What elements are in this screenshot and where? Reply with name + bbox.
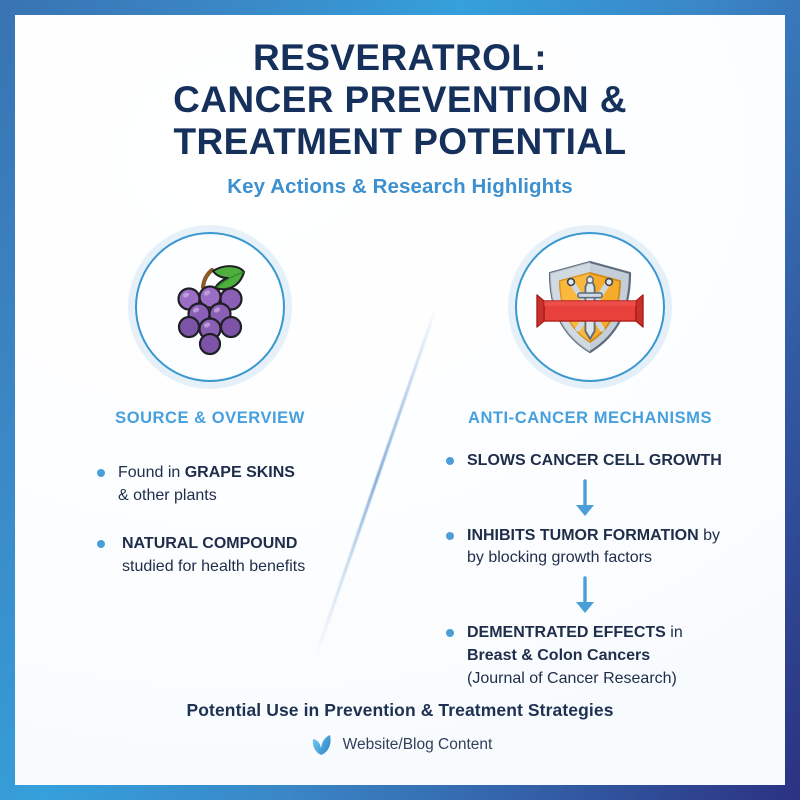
section-heading-source-overview: SOURCE & OVERVIEW	[115, 409, 305, 427]
list-item: INHIBITS TUMOR FORMATION by by blocking …	[446, 525, 764, 570]
leaf-icon	[312, 735, 331, 755]
bullet-segment: & other plants	[118, 486, 217, 504]
bullet-dot-icon	[446, 457, 454, 465]
bullet-segment: in	[665, 624, 683, 642]
shield-icon-container	[410, 227, 770, 387]
poster-header: RESVERATROL: CANCER PREVENTION & TREATME…	[15, 37, 785, 199]
flow-arrow-2	[446, 576, 764, 616]
shield-icon-circle	[515, 232, 665, 382]
bullet-segment: (Journal of Cancer Research)	[467, 669, 677, 687]
bullet-segment: Found in	[118, 464, 185, 481]
list-item: SLOWS CANCER CELL GROWTH	[446, 450, 764, 473]
bullet-text: Found in GRAPE SKINS & other plants	[118, 462, 295, 507]
bullet-dot-icon	[97, 540, 105, 549]
title-line-2: CANCER PREVENTION &	[173, 78, 627, 120]
section-heading-anti-cancer-mechanisms: ANTI-CANCER MECHANISMS	[467, 409, 712, 427]
title-line-1: RESVERATROL:	[253, 37, 547, 78]
list-item: DEMENTRATED EFFECTS in Breast & Colon Ca…	[446, 622, 764, 690]
bullet-segment-strong: DEMENTRATED EFFECTS	[467, 624, 666, 642]
bullet-text: SLOWS CANCER CELL GROWTH	[467, 450, 722, 473]
bullet-segment-strong: INHIBITS TUMOR FORMATION	[467, 526, 699, 544]
footer-headline: Potential Use in Prevention & Treatment …	[186, 700, 614, 720]
footer-attribution: Website/Blog Content	[15, 733, 785, 757]
title-line-3: TREATMENT POTENTIAL	[173, 120, 627, 162]
down-arrow-icon	[576, 576, 594, 614]
bullet-text: INHIBITS TUMOR FORMATION by by blocking …	[467, 525, 720, 570]
column-anti-cancer-mechanisms: ANTI-CANCER MECHANISMS SLOWS CANCER CELL…	[410, 227, 770, 690]
footer-attribution-label: Website/Blog Content	[342, 736, 493, 753]
bullet-list-anti-cancer-mechanisms: SLOWS CANCER CELL GROWTH INHIBITS TUMOR …	[410, 450, 770, 690]
bullet-dot-icon	[446, 531, 454, 540]
list-item: Found in GRAPE SKINS & other plants	[97, 462, 375, 507]
bullet-segment: by blocking growth factors	[467, 549, 652, 567]
bullet-segment-strong: Breast & Colon Cancers	[467, 646, 651, 664]
grapes-icon-circle	[135, 232, 285, 382]
list-item: NATURAL COMPOUND studied for health bene…	[97, 533, 375, 578]
bullet-segment-strong: SLOWS CANCER CELL GROWTH	[467, 452, 722, 469]
bullet-segment: by	[698, 526, 721, 544]
bullet-dot-icon	[97, 469, 105, 477]
bullet-text: NATURAL COMPOUND studied for health bene…	[122, 533, 305, 578]
flow-arrow-1	[446, 479, 764, 519]
poster-footer: Potential Use in Prevention & Treatment …	[15, 700, 785, 757]
page-subtitle: Key Actions & Research Highlights	[227, 175, 573, 199]
bullet-segment-strong: GRAPE SKINS	[184, 464, 295, 481]
column-source-overview: SOURCE & OVERVIEW Found in GRAPE SKINS &…	[35, 227, 385, 605]
bullet-segment: studied for health benefits	[122, 558, 306, 576]
bullet-dot-icon	[446, 629, 454, 638]
down-arrow-icon	[576, 479, 594, 516]
bullet-segment-strong: NATURAL COMPOUND	[122, 535, 298, 553]
grapes-icon	[177, 265, 246, 356]
poster-canvas: RESVERATROL: CANCER PREVENTION & TREATME…	[15, 15, 785, 785]
bullet-list-source-overview: Found in GRAPE SKINS & other plants NATU…	[35, 462, 385, 579]
page-title: RESVERATROL: CANCER PREVENTION & TREATME…	[15, 37, 785, 162]
bullet-text: DEMENTRATED EFFECTS in Breast & Colon Ca…	[467, 622, 683, 690]
grapes-icon-container	[35, 227, 385, 387]
shield-swords-icon	[536, 260, 644, 354]
